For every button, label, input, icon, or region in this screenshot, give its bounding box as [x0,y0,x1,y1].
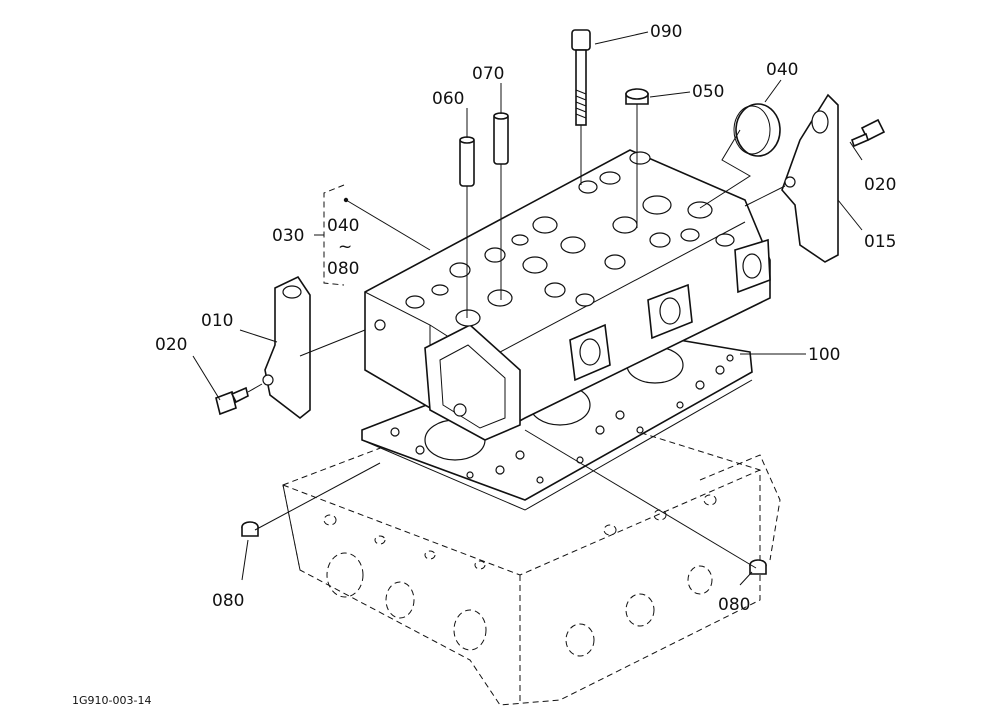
screw-020-right [851,118,886,148]
label-060: 060 [432,89,464,109]
screw-020-left [215,386,249,416]
valve-guide-070 [493,112,509,165]
label-range-tilde: ~ [338,237,352,257]
head-bolt-090 [571,29,591,126]
lifting-hook-left [262,275,311,420]
plug-040 [733,103,781,157]
label-020-right: 020 [864,175,896,195]
dowel-080-right [749,559,767,575]
dowel-080-left [241,521,259,537]
label-080-left: 080 [212,591,244,611]
label-080-right: 080 [718,595,750,615]
drawing-code: 1G910-003-14 [72,694,151,707]
label-040-group: 040 [327,216,359,236]
label-040-top: 040 [766,60,798,80]
cap-050 [625,88,649,105]
label-100: 100 [808,345,840,365]
label-010: 010 [201,311,233,331]
label-080-group: 080 [327,259,359,279]
callout-labels: 090 070 060 050 040 020 015 030 040 ~ 08… [72,22,896,707]
label-050: 050 [692,82,724,102]
valve-guide-060 [459,136,475,187]
label-020-left: 020 [155,335,187,355]
label-030: 030 [272,226,304,246]
label-070: 070 [472,64,504,84]
cylinder-block [282,394,781,706]
lifting-hook-right [781,93,839,263]
label-090: 090 [650,22,682,42]
head-gasket [361,329,753,511]
label-015: 015 [864,232,896,252]
cylinder-head [364,149,771,441]
leader-lines [192,31,863,586]
